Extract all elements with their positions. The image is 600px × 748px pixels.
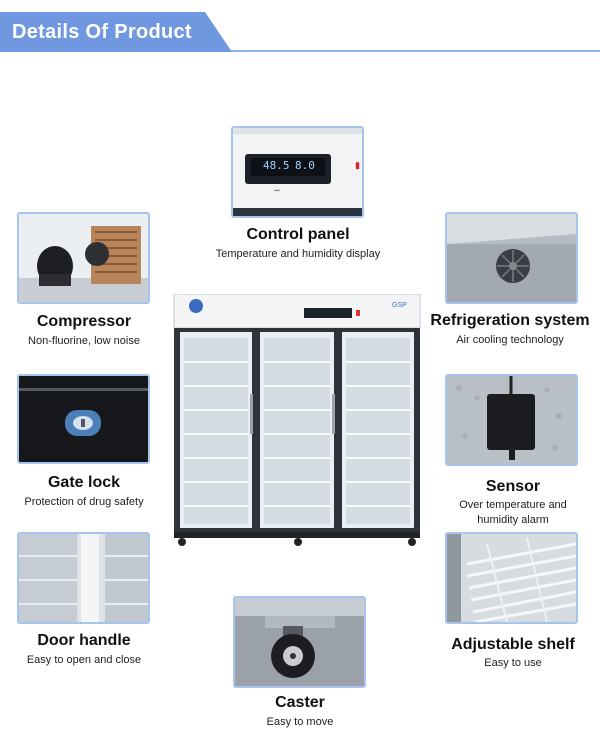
fridge-brand-label: GSP	[392, 302, 407, 309]
sensor-subtitle-line2: humidity alarm	[477, 514, 549, 526]
door-handle-photo	[17, 532, 150, 624]
sensor-subtitle-line1: Over temperature and	[459, 499, 567, 511]
door-handle-subtitle: Easy to open and close	[26, 654, 142, 666]
control-display-left: 48.5	[263, 159, 290, 172]
gate-lock-subtitle: Protection of drug safety	[24, 496, 144, 508]
compressor-subtitle: Non-fluorine, low noise	[28, 335, 140, 347]
svg-text:▮: ▮	[355, 160, 360, 170]
compressor-photo	[17, 212, 150, 304]
control-panel-title: Control panel	[246, 226, 350, 243]
section-header: Details Of Product	[0, 12, 232, 52]
adjustable-shelf-title: Adjustable shelf	[451, 636, 575, 653]
refrigeration-subtitle: Air cooling technology	[456, 334, 564, 346]
gate-lock-photo	[17, 374, 150, 464]
caster-photo	[233, 596, 366, 688]
header-underline	[0, 50, 600, 52]
section-title: Details Of Product	[12, 21, 192, 43]
sensor-title: Sensor	[485, 478, 541, 495]
refrigeration-photo	[445, 212, 578, 304]
svg-text:▪▪▪: ▪▪▪	[274, 188, 280, 194]
compressor-title: Compressor	[36, 313, 132, 330]
caster-subtitle: Easy to move	[266, 716, 334, 728]
adjustable-shelf-subtitle: Easy to use	[484, 657, 542, 669]
door-handle-title: Door handle	[37, 632, 131, 649]
gate-lock-title: Gate lock	[47, 474, 121, 491]
control-display-right: 8.0	[295, 159, 315, 172]
sensor-photo	[445, 374, 578, 466]
control-panel-subtitle: Temperature and humidity display	[215, 248, 381, 260]
header-banner-shape	[0, 12, 232, 52]
caster-title: Caster	[275, 694, 325, 711]
refrigerator-image: GSP	[172, 294, 422, 548]
adjustable-shelf-photo	[445, 532, 578, 624]
control-panel-photo: ▮ ▪▪▪ 48.5 8.0	[231, 126, 364, 218]
refrigeration-title: Refrigeration system	[430, 312, 590, 329]
